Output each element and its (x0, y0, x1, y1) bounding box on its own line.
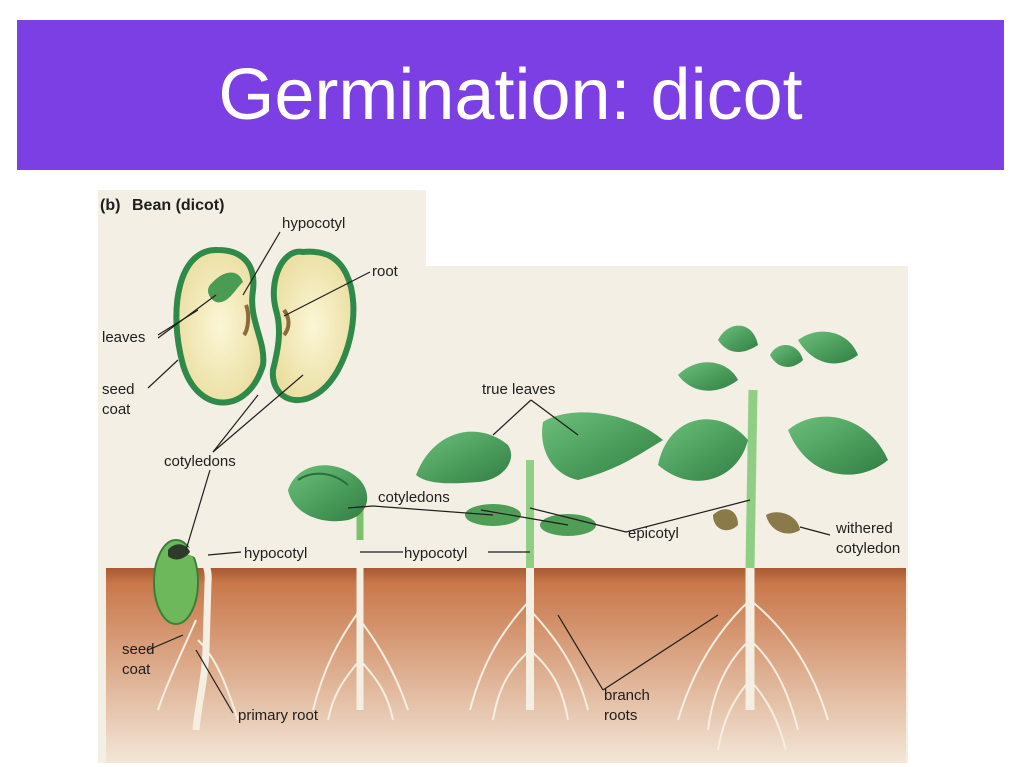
label-seed-coat-2: coat (102, 401, 131, 418)
germination-figure: (b) Bean (dicot) hypocotyl root leaves s… (98, 190, 910, 763)
label-withered-1: withered (835, 520, 893, 537)
label-seed-coat-low-1: seed (122, 641, 155, 658)
title-banner: Germination: dicot (17, 20, 1004, 170)
label-seed-coat-low-2: coat (122, 661, 151, 678)
label-primary-root: primary root (238, 707, 319, 724)
label-root: root (372, 263, 399, 280)
label-hypocotyl-top: hypocotyl (282, 215, 345, 232)
slide-title: Germination: dicot (218, 55, 803, 135)
label-branch-roots-1: branch (604, 687, 650, 704)
seedling-hook (288, 465, 368, 710)
germination-illustration: (b) Bean (dicot) hypocotyl root leaves s… (98, 190, 908, 763)
label-branch-roots-2: roots (604, 707, 637, 724)
label-cotyledons-top: cotyledons (164, 453, 236, 470)
label-leaves: leaves (102, 329, 145, 346)
label-epicotyl: epicotyl (628, 525, 679, 542)
label-hypocotyl-b: hypocotyl (404, 545, 467, 562)
seedling-mature (658, 325, 888, 710)
label-withered-2: cotyledon (836, 540, 900, 557)
panel-title: Bean (dicot) (132, 197, 224, 214)
panel-label: (b) (100, 197, 120, 214)
label-seed-coat-1: seed (102, 381, 135, 398)
root-systems (157, 599, 829, 751)
label-true-leaves: true leaves (482, 381, 555, 398)
soil (106, 568, 906, 763)
label-hypocotyl-a: hypocotyl (244, 545, 307, 562)
open-seed-illustration (173, 246, 357, 406)
label-cotyledons-mid: cotyledons (378, 489, 450, 506)
leader-lines (147, 231, 831, 714)
